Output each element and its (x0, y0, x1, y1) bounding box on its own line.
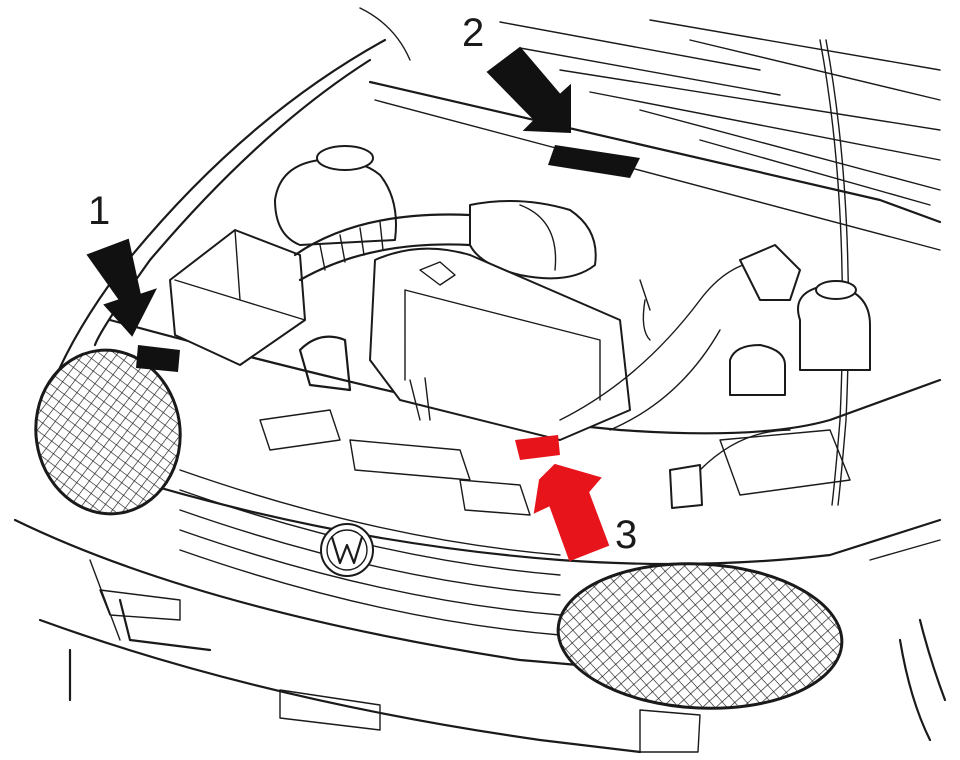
engine-components (169, 145, 871, 509)
callout-2-label: 2 (462, 11, 484, 55)
callout-1-label: 1 (88, 189, 110, 233)
callout-3-arrow-icon (515, 435, 610, 562)
vw-emblem-icon (320, 523, 374, 577)
callout-1-arrow (86, 238, 180, 372)
left-headlight (34, 348, 182, 516)
callout-2-arrow (486, 46, 640, 178)
grille (179, 469, 561, 636)
right-headlight (556, 562, 844, 710)
callout-3-label: 3 (615, 513, 637, 557)
